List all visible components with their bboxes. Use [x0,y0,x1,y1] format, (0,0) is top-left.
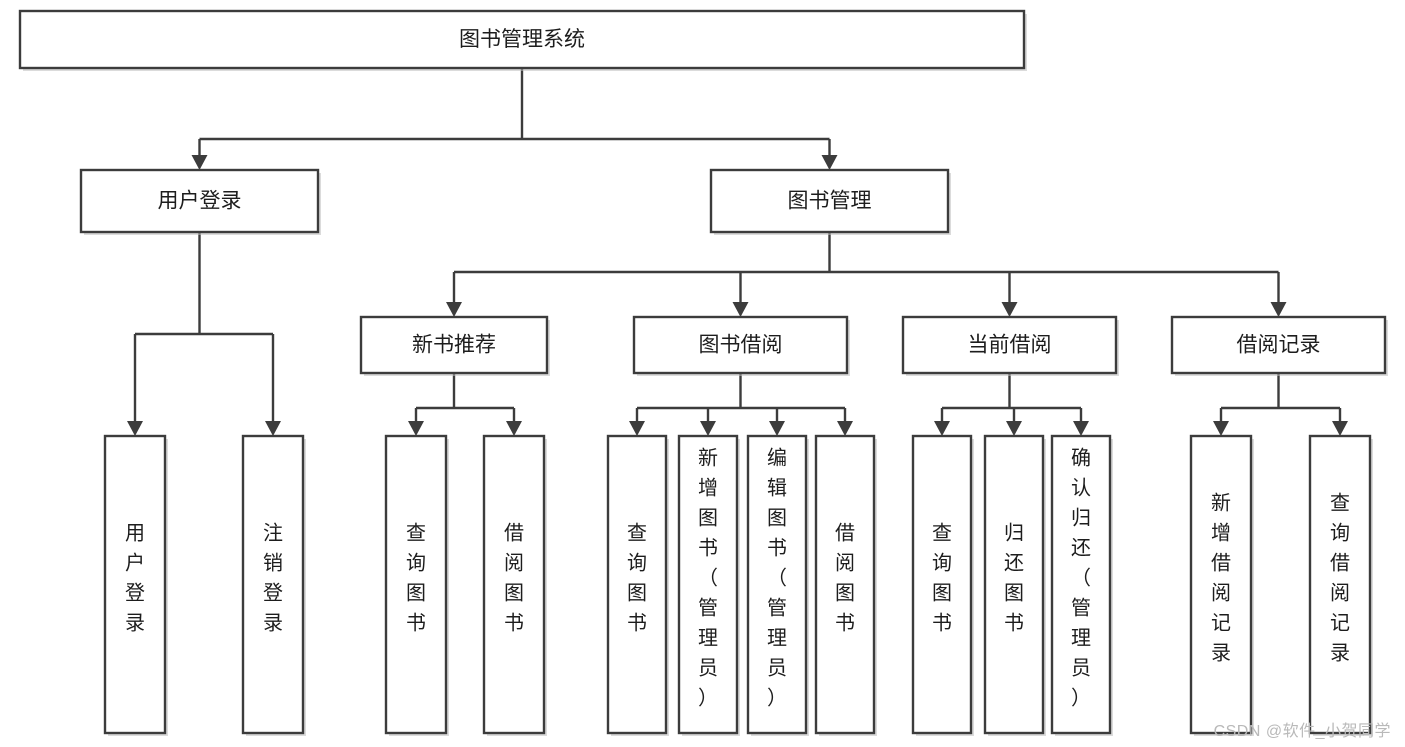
node-leaf-confirm-return[interactable]: 确认归还（管理员） [1050,434,1113,736]
node-leaf-logout-login[interactable]: 注销登录 [241,434,306,736]
node-leaf-return-book[interactable]: 归还图书 [983,434,1046,736]
node-label: 图书管理 [788,190,872,213]
node-label: 确认归还（管理员） [1071,447,1091,710]
node-label: 借阅记录 [1237,334,1321,357]
node-label: 新书推荐 [412,334,496,357]
node-label: 归还图书 [1004,522,1024,635]
node-book-management[interactable]: 图书管理 [709,168,951,235]
node-root-root[interactable]: 图书管理系统 [18,9,1027,71]
node-new-book-recommend[interactable]: 新书推荐 [359,315,550,376]
node-book-borrow[interactable]: 图书借阅 [632,315,850,376]
node-label: 查询图书 [627,522,647,635]
node-label: 借阅图书 [835,522,855,635]
node-user-login[interactable]: 用户登录 [79,168,321,235]
node-label: 用户登录 [158,190,242,213]
node-label: 当前借阅 [968,334,1052,357]
node-borrow-record[interactable]: 借阅记录 [1170,315,1388,376]
node-label: 查询借阅记录 [1330,492,1350,665]
node-label: 查询图书 [932,522,952,635]
node-label: 查询图书 [406,522,426,635]
node-leaf-user-login[interactable]: 用户登录 [103,434,168,736]
node-leaf-edit-book[interactable]: 编辑图书（管理员） [746,434,809,736]
node-label: 新增图书（管理员） [698,447,718,710]
node-label: 图书管理系统 [459,28,585,51]
node-current-borrow[interactable]: 当前借阅 [901,315,1119,376]
connector-layer [127,68,1348,436]
node-leaf-query-borrow-record[interactable]: 查询借阅记录 [1308,434,1373,736]
node-layer: 图书管理系统用户登录图书管理新书推荐图书借阅当前借阅借阅记录用户登录注销登录查询… [18,9,1388,736]
csdn-watermark: CSDN @软件_小贺同学 [1213,723,1391,740]
node-leaf-query-book-current[interactable]: 查询图书 [911,434,974,736]
node-label: 用户登录 [125,523,145,635]
node-label: 图书借阅 [699,334,783,357]
node-label: 编辑图书（管理员） [767,447,787,710]
node-leaf-add-book[interactable]: 新增图书（管理员） [677,434,740,736]
node-leaf-add-borrow-record[interactable]: 新增借阅记录 [1189,434,1254,736]
node-label: 新增借阅记录 [1211,492,1231,665]
node-leaf-query-book-borrow[interactable]: 查询图书 [606,434,669,736]
node-label: 注销登录 [263,522,283,635]
node-label: 借阅图书 [504,522,524,635]
node-leaf-borrow-book-recommend[interactable]: 借阅图书 [482,434,547,736]
node-leaf-query-book-recommend[interactable]: 查询图书 [384,434,449,736]
node-leaf-borrow-book[interactable]: 借阅图书 [814,434,877,736]
